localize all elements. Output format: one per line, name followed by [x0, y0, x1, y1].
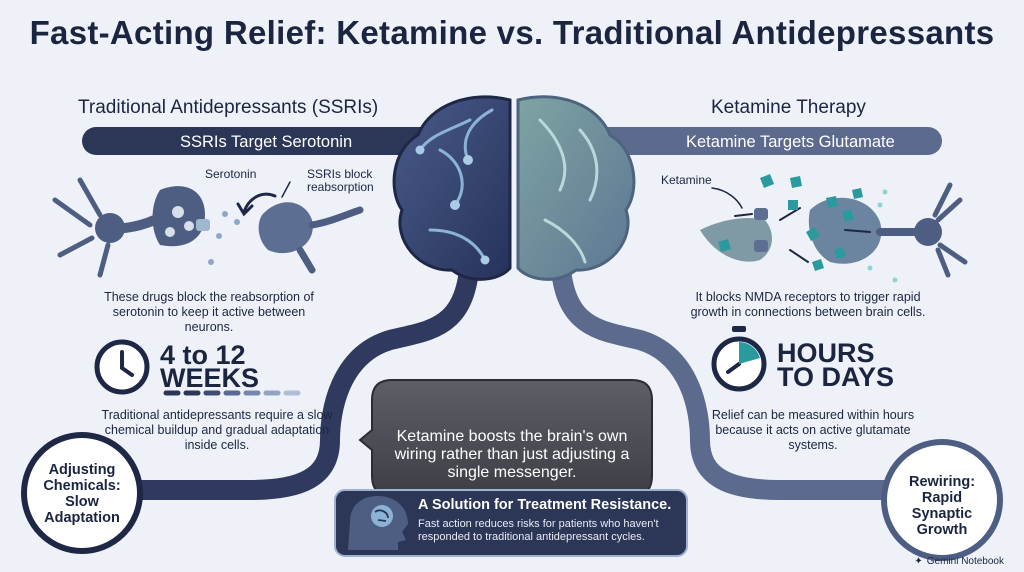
left-neuron-diagram: [52, 177, 364, 278]
left-mechanism-description: These drugs block the reabsorption of se…: [104, 290, 314, 334]
left-pill-label: SSRIs Target Serotonin: [180, 133, 353, 151]
left-summary-circle: [21, 432, 143, 554]
right-pill-bar: [580, 127, 942, 155]
left-brain-hemisphere: [392, 95, 512, 281]
right-pill-label: Ketamine Targets Glutamate: [686, 133, 895, 151]
left-timeframe-description: Traditional antidepressants require a sl…: [101, 408, 333, 452]
ssri-block-label: SSRIs block reabsorption: [307, 167, 374, 194]
right-timeframe-line1: HOURS: [777, 338, 875, 368]
left-timeframe-number: 4 to 12: [160, 340, 246, 370]
brand-label: Gemini Notebook: [926, 556, 1004, 567]
left-brain-stem: [90, 240, 480, 500]
stopwatch-icon: [711, 326, 767, 392]
right-neuron-diagram: [700, 174, 968, 283]
left-summary-label: Adjusting Chemicals: Slow Adaptation: [43, 462, 121, 526]
left-timeframe-unit: WEEKS: [160, 363, 260, 393]
ketamine-label: Ketamine: [661, 173, 712, 187]
right-section-heading: Ketamine Therapy: [711, 97, 866, 118]
solution-title: A Solution for Treatment Resistance.: [418, 497, 672, 513]
solution-box: [334, 489, 688, 557]
right-timeframe-description: Relief can be measured within hours beca…: [711, 408, 915, 452]
right-mechanism-description: It blocks NMDA receptors to trigger rapi…: [690, 290, 926, 319]
right-summary-label: Rewiring: Rapid Synaptic Growth: [908, 474, 976, 538]
clock-icon: [94, 339, 150, 395]
left-pill-bar: [82, 127, 444, 155]
solution-description: Fast action reduces risks for patients w…: [418, 518, 659, 543]
serotonin-label: Serotonin: [205, 167, 257, 181]
brand-watermark: ✦ Gemini Notebook: [914, 556, 1004, 567]
right-brain-hemisphere: [516, 95, 636, 281]
page-title: Fast-Acting Relief: Ketamine vs. Traditi…: [29, 14, 995, 51]
center-message: Ketamine boosts the brain's own wiring r…: [394, 428, 630, 481]
left-section-heading: Traditional Antidepressants (SSRIs): [78, 97, 379, 118]
head-brain-icon: [348, 496, 408, 550]
right-summary-circle: [881, 439, 1003, 561]
sparkle-icon: ✦: [914, 556, 923, 567]
right-brain-stem: [550, 240, 950, 500]
right-timeframe-line2: TO DAYS: [777, 362, 895, 392]
